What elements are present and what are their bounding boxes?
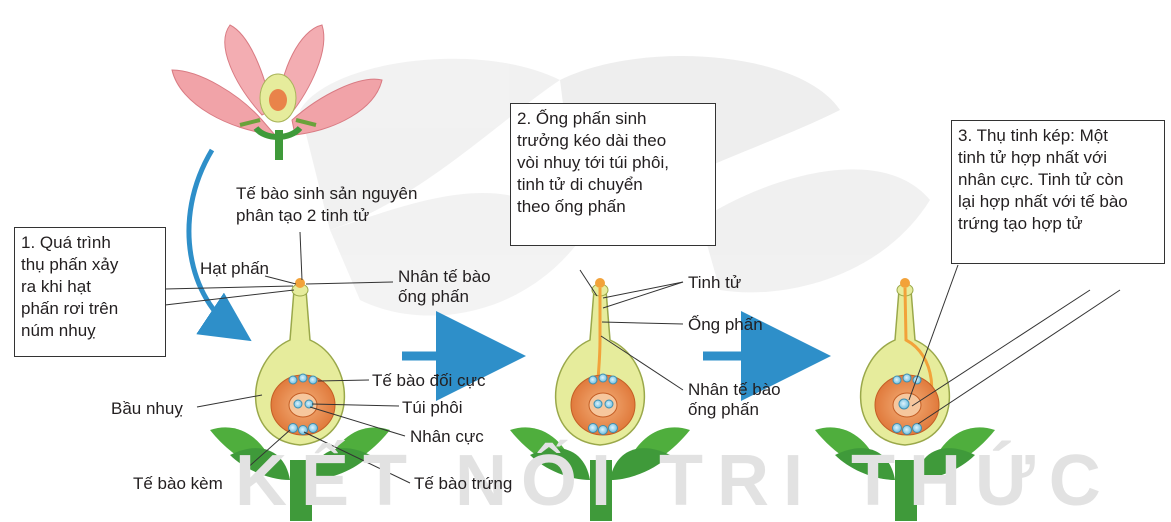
label-synergid: Tế bào kèm	[133, 473, 223, 494]
label-sperm-origin: Tế bào sinh sản nguyên phân tạo 2 tinh t…	[236, 183, 417, 227]
label-tube-nucleus-1: Nhân tế bào ống phấn	[398, 267, 491, 307]
stage2-description-box: 2. Ống phấn sinh trưởng kéo dài theo vòi…	[510, 103, 716, 246]
stage3-description-box: 3. Thụ tinh kép: Một tinh tử hợp nhất vớ…	[951, 120, 1165, 264]
label-pollen-tube: Ống phấn	[688, 314, 763, 335]
label-ovary: Bầu nhuỵ	[111, 398, 183, 419]
label-egg-cell: Tế bào trứng	[414, 473, 512, 494]
label-tube-nucleus-2: Nhân tế bào ống phấn	[688, 380, 781, 420]
label-polar-nuclei: Nhân cực	[410, 426, 484, 447]
watermark-text: KẾT NỐI TRI THỨC	[235, 440, 1115, 522]
label-embryo-sac: Túi phôi	[402, 397, 462, 418]
curved-arrow	[189, 150, 235, 330]
label-pollen-grain: Hạt phấn	[200, 258, 269, 279]
stage1-description-box: 1. Quá trình thụ phấn xảy ra khi hạt phấ…	[14, 227, 166, 357]
label-sperm: Tinh tử	[688, 272, 741, 293]
label-antipodal: Tế bào đối cực	[372, 370, 485, 391]
